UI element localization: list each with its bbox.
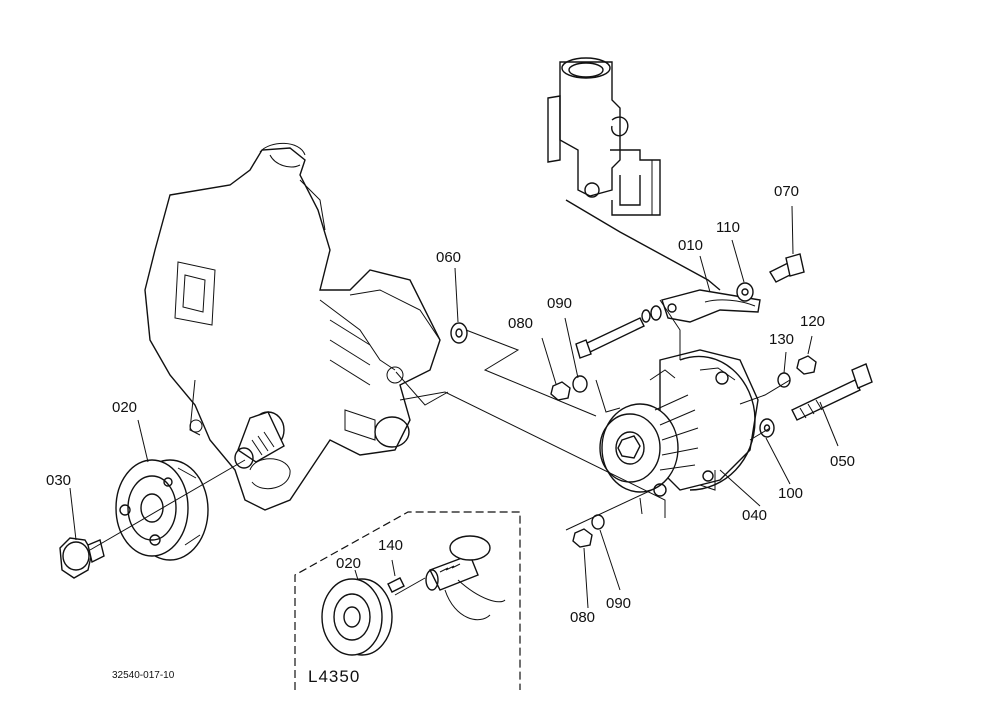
label-040: 040 xyxy=(742,507,767,524)
washer-100 xyxy=(759,418,775,438)
water-pump-housing xyxy=(547,57,721,291)
alternator-long-bolt xyxy=(791,363,873,421)
gear-case-cover xyxy=(144,142,441,511)
label-070: 070 xyxy=(774,183,799,200)
leader-lines xyxy=(69,205,839,609)
label-050: 050 xyxy=(830,453,855,470)
washer-130 xyxy=(777,372,791,388)
bracket-bolt-070 xyxy=(769,253,805,283)
label-100: 100 xyxy=(778,485,803,502)
label-030: 030 xyxy=(46,472,71,489)
label-090-upper: 090 xyxy=(547,295,572,312)
nut-120 xyxy=(796,355,817,375)
label-020-inset: 020 xyxy=(336,555,361,572)
label-010: 010 xyxy=(678,237,703,254)
crankshaft-end xyxy=(234,411,285,469)
label-110: 110 xyxy=(716,219,740,236)
part-labels: 010 020 020 030 040 050 060 070 080 080 … xyxy=(46,183,855,626)
label-060: 060 xyxy=(436,249,461,266)
washer-090-upper xyxy=(572,375,588,393)
washer-110 xyxy=(736,282,754,302)
nut-080-lower xyxy=(572,528,593,548)
label-020: 020 xyxy=(112,399,137,416)
label-080-upper: 080 xyxy=(508,315,533,332)
crank-pulley xyxy=(115,459,209,561)
crank-bolt xyxy=(59,537,105,579)
drawing-number: 32540-017-10 xyxy=(112,670,175,681)
washer-060 xyxy=(450,322,468,344)
inset-label: L4350 xyxy=(308,667,360,686)
inset-l4350-box xyxy=(294,511,521,690)
label-140: 140 xyxy=(378,537,403,554)
label-120: 120 xyxy=(800,313,825,330)
label-130: 130 xyxy=(769,331,794,348)
nut-080-upper xyxy=(550,381,571,401)
adjusting-bracket xyxy=(661,289,761,323)
bracket-bolt xyxy=(575,305,662,359)
label-080-lower: 080 xyxy=(570,609,595,626)
alternator xyxy=(599,349,759,497)
label-090-lower: 090 xyxy=(606,595,631,612)
assembly-lines xyxy=(89,299,791,596)
